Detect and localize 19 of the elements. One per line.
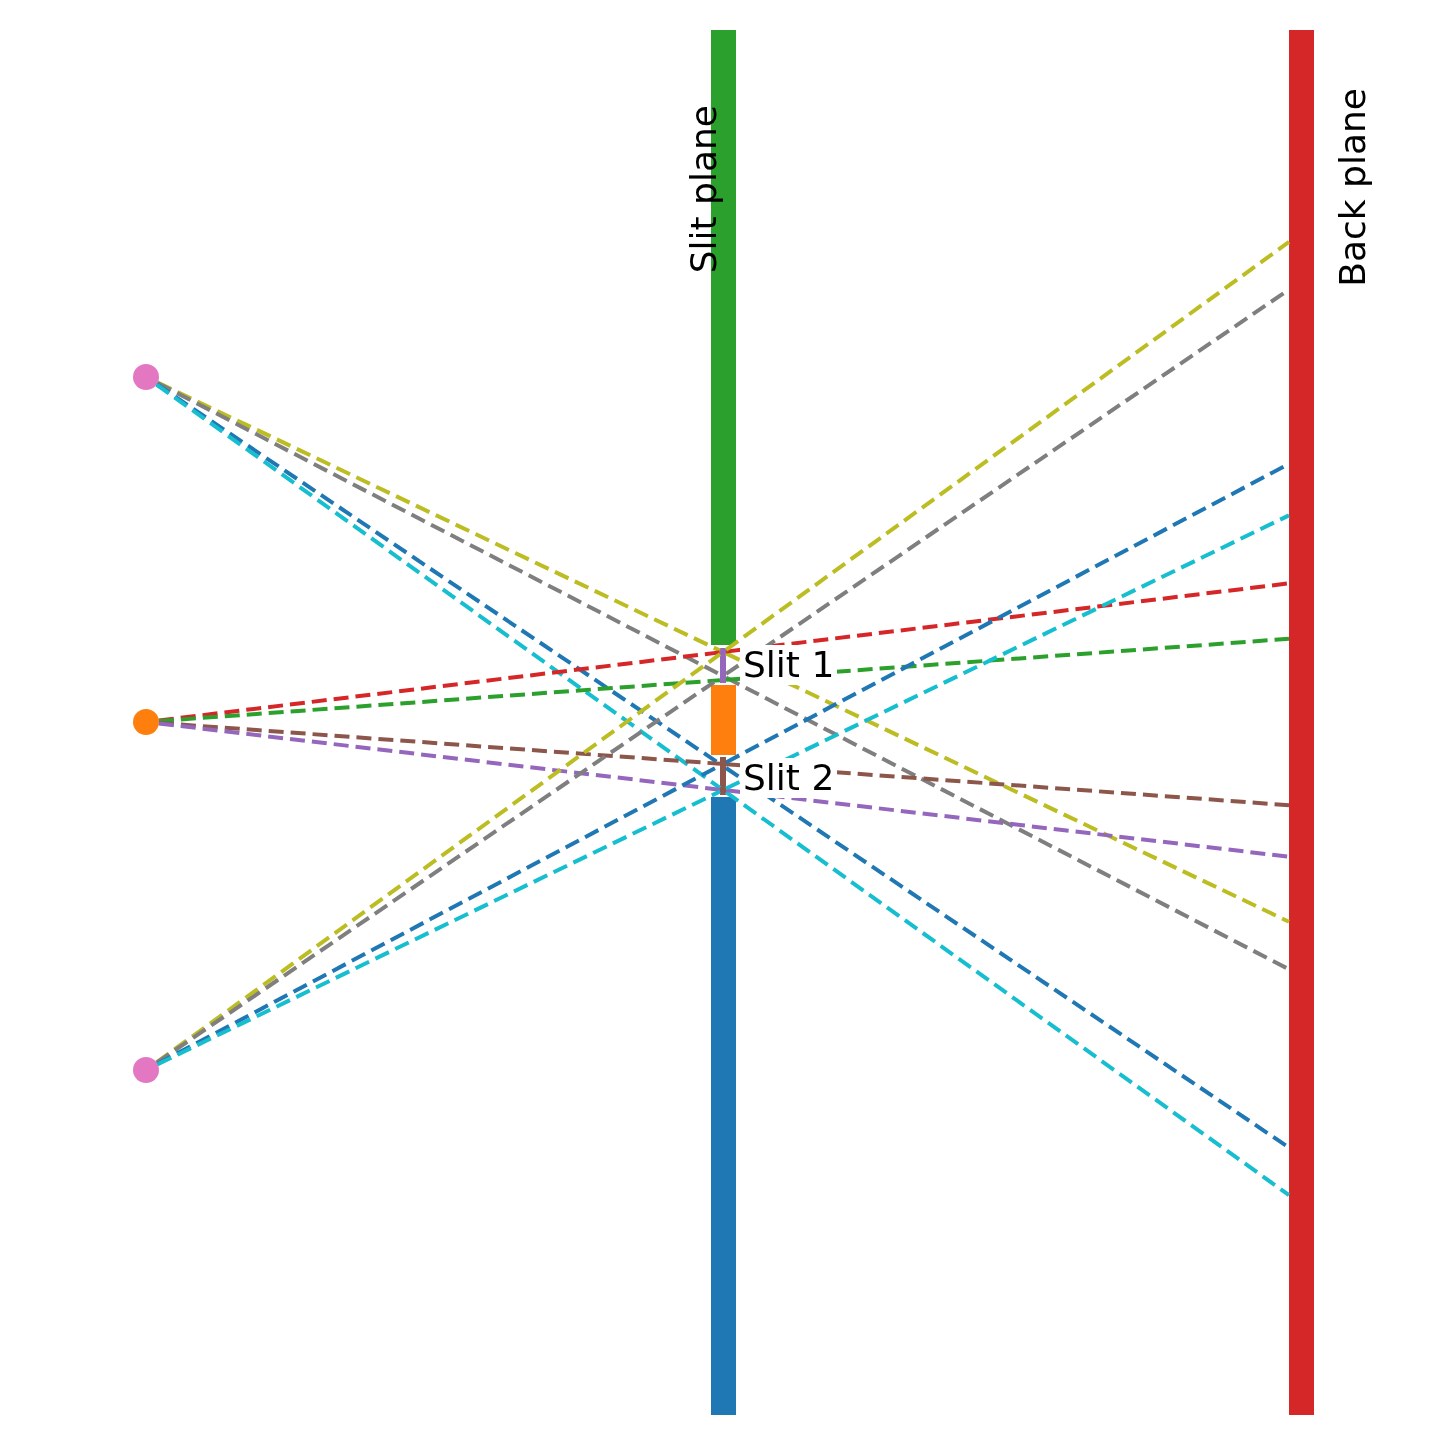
source-dot [133,1057,159,1083]
light-ray [158,678,721,724]
light-ray [158,720,721,766]
source-dot [133,364,159,390]
light-ray [725,513,1290,791]
source-dot [133,709,159,735]
plane-label: Slit plane [686,105,722,274]
light-ray [725,581,1290,654]
light-ray [725,788,1290,859]
light-ray [724,240,1291,652]
slit-label: Slit 1 [740,645,838,685]
light-ray [724,790,1291,1197]
plane-label: Back plane [1335,88,1371,287]
light-ray [725,651,1290,924]
light-ray [158,721,721,792]
light-ray [725,762,1290,808]
slit-label: Slit 2 [740,758,838,798]
light-ray [725,636,1290,682]
light-ray [725,675,1290,972]
